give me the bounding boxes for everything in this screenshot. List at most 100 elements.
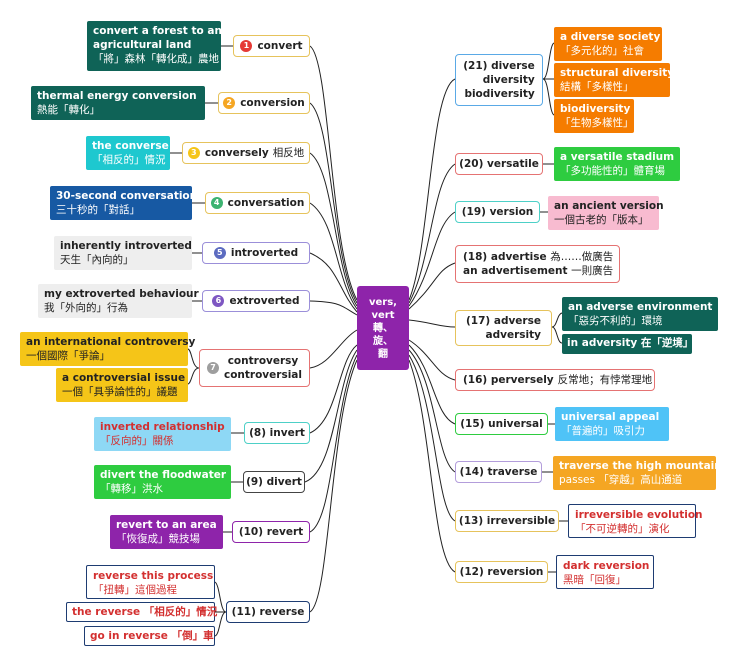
leaf-international-controversy-line1: an international controversy (26, 336, 196, 348)
leaf-diverse-society-line1: a diverse society (560, 31, 661, 43)
leaf-inverted-relationship[interactable]: inverted relationship 「反向的」關係 (94, 417, 231, 451)
branch-advertise-cn: 為……做廣告 (550, 251, 614, 263)
leaf-ancient-version[interactable]: an ancient version 一個古老的「版本」 (548, 196, 664, 230)
leaf-versatile-stadium[interactable]: a versatile stadium 「多功能性的」體育場 (554, 147, 680, 181)
branch-advertisement-label: an advertisement (463, 265, 568, 277)
branch-universal[interactable]: (15) universal (455, 413, 548, 435)
branch-reverse-label: (11) reverse (231, 606, 305, 618)
branch-traverse[interactable]: (14) traverse (455, 461, 542, 483)
leaf-controversial-issue[interactable]: a controversial issue 一個「具爭論性的」議題 (56, 368, 188, 402)
leaf-extroverted-behaviour[interactable]: my extroverted behaviour 我「外向的」行為 (38, 284, 199, 318)
leaf-inverted-relationship-line2: 「反向的」關係 (100, 435, 174, 447)
leaf-30-second-conversation-line1: 30-second conversation (56, 190, 198, 202)
leaf-ancient-version-line2: 一個古老的「版本」 (554, 214, 649, 226)
branch-universal-label: (15) universal (460, 418, 543, 430)
branch-reverse[interactable]: (11) reverse (226, 601, 310, 623)
center-root-line3: 轉、 (373, 322, 393, 334)
leaf-traverse-mountain[interactable]: traverse the high mountain passes 「穿越」高山… (553, 456, 722, 490)
branch-adverse[interactable]: (17) adverse adversity (455, 310, 552, 346)
branch-perversely[interactable]: (16) perversely 反常地；有悖常理地 (455, 369, 655, 391)
leaf-divert-floodwater[interactable]: divert the floodwater 「轉移」洪水 (94, 465, 231, 499)
center-root[interactable]: vers, vert 轉、 旋、 翻 (357, 286, 409, 370)
center-root-line2: vert (371, 309, 395, 321)
leaf-versatile-stadium-line2: 「多功能性的」體育場 (560, 165, 665, 177)
leaf-revert-to-area-line2: 「恢復成」競技場 (116, 533, 200, 545)
leaf-irreversible-evolution[interactable]: irreversible evolution 「不可逆轉的」演化 (568, 504, 703, 538)
branch-controversy-label: controversy (227, 355, 299, 367)
branch-reversion[interactable]: (12) reversion (455, 561, 548, 583)
branch-controversy[interactable]: 7 controversy controversial (199, 349, 310, 387)
leaf-go-in-reverse-line1: go in reverse 「倒」車 (90, 630, 214, 642)
leaf-convert-forest-line2: agricultural land (93, 39, 192, 51)
branch-convert[interactable]: 1 convert (233, 35, 310, 57)
branch-divert-label: (9) divert (246, 476, 302, 488)
branch-introverted[interactable]: 5 introverted (202, 242, 310, 264)
branch-extroverted[interactable]: 6 extroverted (202, 290, 310, 312)
leaf-structural-diversity-line2: 結構「多樣性」 (560, 81, 634, 93)
branch-adverse-label: (17) adverse (466, 315, 541, 327)
number-badge-7: 7 (206, 362, 219, 374)
leaf-international-controversy[interactable]: an international controversy 一個國際「爭論」 (20, 332, 196, 366)
branch-version-label: (19) version (461, 206, 534, 218)
branch-versatile[interactable]: (20) versatile (455, 153, 543, 175)
branch-version[interactable]: (19) version (455, 201, 540, 223)
leaf-reverse-process-line2: 「扭轉」這個過程 (93, 584, 177, 596)
branch-diversity-label: diversity (482, 74, 535, 86)
leaf-the-converse-line1: the converse (92, 140, 169, 152)
leaf-go-in-reverse[interactable]: go in reverse 「倒」車 (84, 626, 215, 646)
leaf-the-reverse[interactable]: the reverse 「相反的」情況 (66, 602, 217, 622)
branch-perversely-cn: 反常地；有悖常理地 (557, 374, 653, 386)
leaf-adverse-environment-line1: an adverse environment (568, 301, 713, 313)
leaf-reverse-process[interactable]: reverse this process 「扭轉」這個過程 (86, 565, 215, 599)
leaf-the-converse-line2: 「相反的」情況 (92, 154, 166, 166)
branch-conversation[interactable]: 4 conversation (205, 192, 310, 214)
branch-conversion[interactable]: 2 conversion (218, 92, 310, 114)
leaf-biodiversity[interactable]: biodiversity 「生物多樣性」 (554, 99, 634, 133)
branch-advertise[interactable]: (18) advertise 為……做廣告 an advertisement 一… (455, 245, 620, 283)
leaf-convert-forest[interactable]: convert a forest to an agricultural land… (87, 21, 222, 71)
leaf-extroverted-behaviour-line1: my extroverted behaviour (44, 288, 199, 300)
leaf-inherently-introverted[interactable]: inherently introverted 天生「內向的」 (54, 236, 192, 270)
branch-conversation-label: conversation (227, 197, 305, 209)
leaf-divert-floodwater-line2: 「轉移」洪水 (100, 483, 163, 495)
branch-conversion-label: conversion (240, 97, 305, 109)
branch-irreversible-label: (13) irreversible (458, 515, 556, 527)
branch-invert[interactable]: (8) invert (244, 422, 310, 444)
leaf-extroverted-behaviour-line2: 我「外向的」行為 (44, 302, 128, 314)
leaf-diverse-society-line2: 「多元化的」社會 (560, 45, 644, 57)
leaf-dark-reversion[interactable]: dark reversion 黑暗「回復」 (556, 555, 654, 589)
leaf-thermal-energy[interactable]: thermal energy conversion 熱能「轉化」 (31, 86, 205, 120)
leaf-revert-to-area[interactable]: revert to an area 「恢復成」競技場 (110, 515, 223, 549)
leaf-adverse-environment[interactable]: an adverse environment 「惡劣不利的」環境 (562, 297, 718, 331)
leaf-in-adversity[interactable]: in adversity 在「逆境」 (562, 334, 693, 354)
branch-divert[interactable]: (9) divert (243, 471, 305, 493)
branch-revert[interactable]: (10) revert (232, 521, 310, 543)
leaf-30-second-conversation-line2: 三十秒的「對話」 (56, 204, 140, 216)
branch-versatile-label: (20) versatile (459, 158, 539, 170)
number-badge-2: 2 (223, 97, 236, 109)
branch-irreversible[interactable]: (13) irreversible (455, 510, 559, 532)
branch-advertisement-cn: 一則廣告 (571, 265, 614, 277)
branch-conversely[interactable]: 3 conversely 相反地 (182, 142, 310, 164)
leaf-30-second-conversation[interactable]: 30-second conversation 三十秒的「對話」 (50, 186, 198, 220)
branch-diverse[interactable]: (21) diverse diversity biodiversity (455, 54, 543, 106)
leaf-structural-diversity[interactable]: structural diversity 結構「多樣性」 (554, 63, 674, 97)
leaf-convert-forest-line3: 「將」森林「轉化成」農地 (93, 53, 219, 65)
leaf-dark-reversion-line2: 黑暗「回復」 (563, 574, 626, 586)
leaf-ancient-version-line1: an ancient version (554, 200, 664, 212)
leaf-universal-appeal-line2: 「普遍的」吸引力 (561, 425, 645, 437)
leaf-biodiversity-line1: biodiversity (560, 103, 631, 115)
leaf-traverse-mountain-line2: passes 「穿越」高山通道 (559, 474, 683, 486)
leaf-universal-appeal[interactable]: universal appeal 「普遍的」吸引力 (555, 407, 669, 441)
leaf-irreversible-evolution-line2: 「不可逆轉的」演化 (575, 523, 670, 535)
leaf-diverse-society[interactable]: a diverse society 「多元化的」社會 (554, 27, 662, 61)
branch-adversity-label: adversity (485, 329, 541, 341)
leaf-the-converse[interactable]: the converse 「相反的」情況 (86, 136, 170, 170)
center-root-line4: 旋、 (373, 335, 393, 347)
branch-traverse-label: (14) traverse (459, 466, 538, 478)
number-badge-3: 3 (187, 147, 200, 159)
leaf-convert-forest-line1: convert a forest to an (93, 25, 222, 37)
leaf-inherently-introverted-line1: inherently introverted (60, 240, 192, 252)
leaf-adverse-environment-line2: 「惡劣不利的」環境 (568, 315, 663, 327)
